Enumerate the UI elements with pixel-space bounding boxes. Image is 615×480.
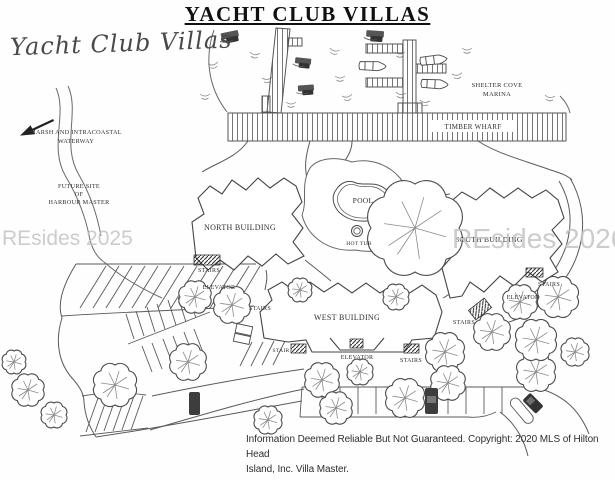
parked-car (425, 388, 438, 414)
stairs-label: STAIRS (538, 282, 560, 288)
north-building-label: NORTH BUILDING (204, 223, 276, 232)
traffic-island (509, 397, 534, 424)
future-site-line3: HARBOUR MASTER (48, 199, 110, 206)
disclaimer-line1: Information Deemed Reliable But Not Guar… (246, 434, 599, 460)
parked-car (189, 392, 200, 415)
dock-pier-left (266, 27, 291, 114)
disclaimer-line2: Island, Inc. Villa Master. (246, 464, 349, 475)
west-building-label: WEST BUILDING (314, 313, 380, 322)
marina-label-line2: MARINA (483, 91, 511, 98)
pool-label: POOL (353, 196, 374, 205)
watermark-left: REsides 2025 (2, 227, 133, 250)
future-site-line1: FUTURE SITE (58, 183, 100, 190)
stair-label: STAIR (273, 348, 290, 354)
hot-tub (351, 225, 363, 237)
water-and-shoreline (55, 29, 571, 299)
stairs-label: STAIRS (453, 320, 475, 326)
marsh-label-line2: WATERWAY (58, 138, 94, 145)
disclaimer: Information Deemed Reliable But Not Guar… (246, 432, 612, 477)
elevator-label: ELEVATOR (203, 285, 236, 291)
map-labels: TIMBER WHARF SHELTER COVE MARINA MARSH A… (30, 82, 560, 364)
future-site-line2: OF (75, 191, 84, 198)
stairs-label: STAIRS (400, 358, 422, 364)
parked-car (523, 393, 543, 414)
elevator-label: ELEVATOR (341, 355, 374, 361)
hot-tub-label: HOT TUB (346, 241, 372, 247)
page-title: YACHT CLUB VILLAS (184, 2, 431, 26)
stair-elevator-boxes (193, 254, 544, 354)
marina-docks (227, 27, 567, 142)
timber-wharf-label: TIMBER WHARF (445, 123, 502, 131)
stairs-label: STAIRS (198, 268, 220, 274)
elevator-label: ELEVATOR (507, 295, 540, 301)
marina-label-line1: SHELTER COVE (472, 82, 523, 89)
stairs-label: STAIRS (249, 306, 271, 312)
parked-car (232, 322, 254, 346)
marsh-label-line1: MARSH AND INTRACOASTAL (30, 129, 122, 136)
north-building (191, 177, 305, 271)
cars (189, 322, 543, 415)
south-building-label: SOUTH BUILDING (455, 235, 523, 244)
marsh-arrow-icon (20, 119, 55, 136)
dock-pier-right (402, 39, 417, 114)
west-elevator-bay (329, 337, 385, 351)
watermark-right: REsides 2026 (452, 223, 615, 254)
